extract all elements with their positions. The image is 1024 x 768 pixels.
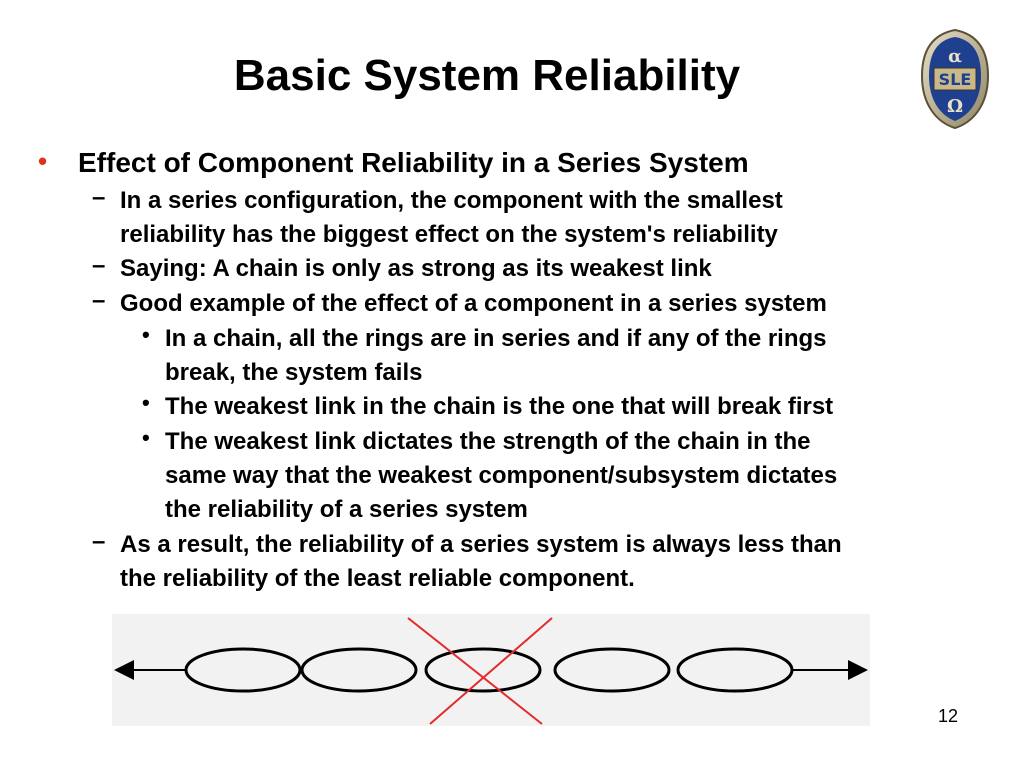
sub-sub-bullet-line: the reliability of a series system <box>165 496 528 523</box>
sub-sub-bullet-line: same way that the weakest component/subs… <box>165 462 838 489</box>
dot-marker: • <box>142 322 150 347</box>
sub-sub-bullet-line: The weakest link in the chain is the one… <box>165 393 834 420</box>
slide-title: Basic System Reliability <box>233 51 741 100</box>
sub-bullet-line: Saying: A chain is only as strong as its… <box>120 255 712 282</box>
bullet-marker: • <box>38 146 48 176</box>
sub-bullet-line: the reliability of the least reliable co… <box>120 565 635 592</box>
chain-links-icon <box>114 617 868 725</box>
page-number: 12 <box>938 706 959 726</box>
chain-link <box>300 647 418 693</box>
right-arrowhead <box>848 660 868 680</box>
chain-link <box>553 647 671 693</box>
left-arrowhead <box>114 660 134 680</box>
sub-sub-bullet-line: The weakest link dictates the strength o… <box>165 428 811 455</box>
chain-figure <box>112 614 870 726</box>
dash-marker: – <box>92 252 106 279</box>
sub-bullet-line: Good example of the effect of a componen… <box>120 290 827 317</box>
svg-text:α: α <box>948 46 962 67</box>
sub-bullet-line: As a result, the reliability of a series… <box>120 531 842 558</box>
chain-link <box>184 647 302 693</box>
svg-text:SLE: SLE <box>939 70 972 89</box>
dot-marker: • <box>142 390 150 415</box>
red-cross-line <box>407 617 543 725</box>
sub-sub-bullet-line: In a chain, all the rings are in series … <box>165 325 827 352</box>
chain-link <box>676 647 794 693</box>
sub-sub-bullet-line: break, the system fails <box>165 359 423 386</box>
dot-marker: • <box>142 425 150 450</box>
dash-marker: – <box>92 528 106 555</box>
red-cross-line <box>429 617 553 725</box>
dash-marker: – <box>92 287 106 314</box>
dash-marker: – <box>92 184 106 211</box>
sub-bullet-line: In a series configuration, the component… <box>120 187 783 214</box>
chain-link <box>424 647 542 693</box>
bullet-level1: Effect of Component Reliability in a Ser… <box>78 147 749 178</box>
svg-text:Ω: Ω <box>947 96 963 117</box>
sub-bullet-line: reliability has the biggest effect on th… <box>120 221 778 248</box>
sle-logo-icon: α SLE Ω <box>920 28 990 130</box>
